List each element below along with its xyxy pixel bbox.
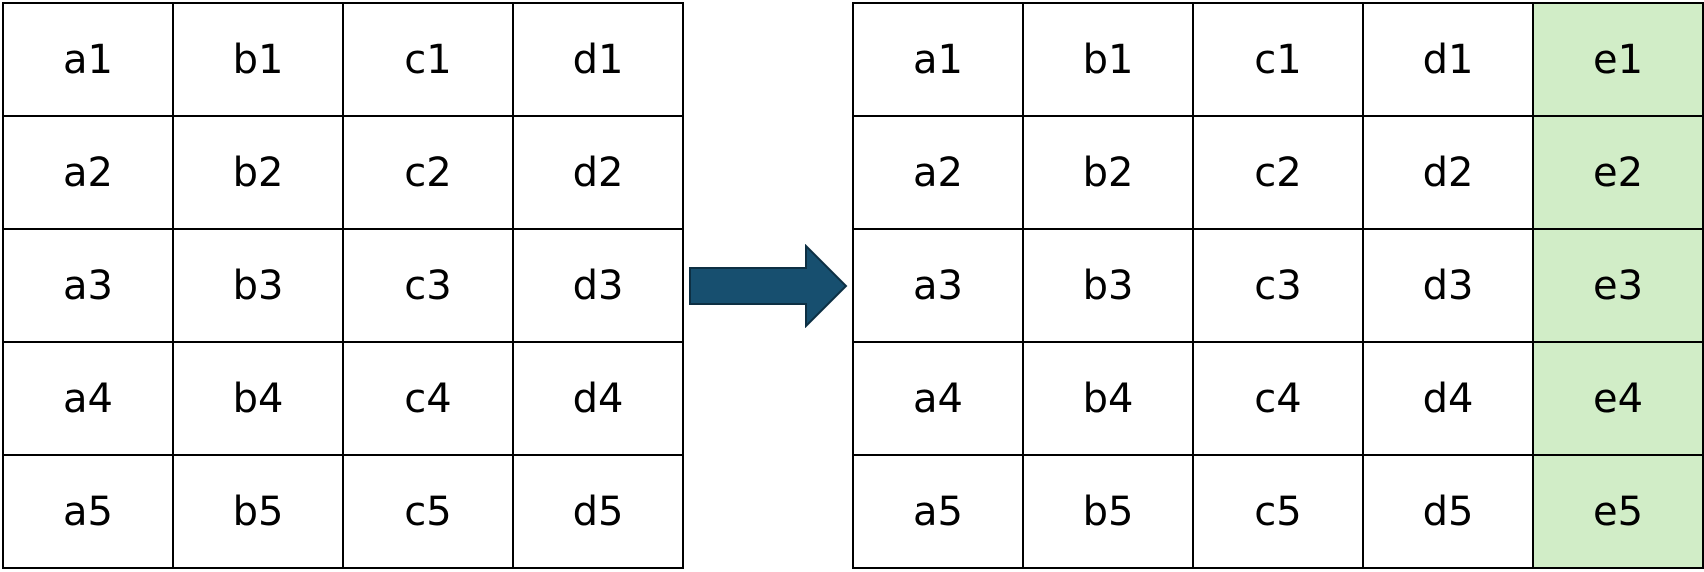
- table-cell: d1: [512, 2, 684, 117]
- table-cell: b5: [1022, 454, 1194, 569]
- table-row: a1 b1 c1 d1: [2, 2, 684, 117]
- table-cell: c1: [1192, 2, 1364, 117]
- added-column-cell: e4: [1532, 341, 1704, 456]
- table-cell: a3: [2, 228, 174, 343]
- table-row: a4 b4 c4 d4 e4: [852, 341, 1704, 456]
- table-cell: b1: [172, 2, 344, 117]
- added-column-cell: e5: [1532, 454, 1704, 569]
- table-cell: b5: [172, 454, 344, 569]
- table-cell: c1: [342, 2, 514, 117]
- table-cell: d4: [1362, 341, 1534, 456]
- arrow-shape: [689, 244, 848, 328]
- table-cell: b2: [172, 115, 344, 230]
- table-cell: d1: [1362, 2, 1534, 117]
- table-cell: b4: [1022, 341, 1194, 456]
- table-cell: d5: [1362, 454, 1534, 569]
- added-column-cell: e3: [1532, 228, 1704, 343]
- added-column-cell: e1: [1532, 2, 1704, 117]
- table-cell: d4: [512, 341, 684, 456]
- table-cell: d3: [512, 228, 684, 343]
- table-cell: a4: [2, 341, 174, 456]
- original-table-body: a1 b1 c1 d1 a2 b2 c2 d2 a3 b3 c3 d3 a4 b…: [2, 2, 684, 569]
- table-cell: a1: [852, 2, 1024, 117]
- right-arrow-icon: [689, 244, 848, 328]
- table-cell: b3: [172, 228, 344, 343]
- original-table: a1 b1 c1 d1 a2 b2 c2 d2 a3 b3 c3 d3 a4 b…: [2, 2, 684, 569]
- table-cell: b3: [1022, 228, 1194, 343]
- table-cell: a5: [2, 454, 174, 569]
- table-row: a5 b5 c5 d5 e5: [852, 454, 1704, 569]
- table-row: a2 b2 c2 d2 e2: [852, 115, 1704, 230]
- result-table: a1 b1 c1 d1 e1 a2 b2 c2 d2 e2 a3 b3 c3 d…: [852, 2, 1704, 569]
- table-cell: c4: [342, 341, 514, 456]
- table-cell: a5: [852, 454, 1024, 569]
- table-cell: c2: [342, 115, 514, 230]
- table-cell: b2: [1022, 115, 1194, 230]
- table-row: a3 b3 c3 d3 e3: [852, 228, 1704, 343]
- table-row: a1 b1 c1 d1 e1: [852, 2, 1704, 117]
- table-cell: d2: [1362, 115, 1534, 230]
- table-cell: c3: [342, 228, 514, 343]
- table-cell: a3: [852, 228, 1024, 343]
- table-row: a3 b3 c3 d3: [2, 228, 684, 343]
- added-column-cell: e2: [1532, 115, 1704, 230]
- table-cell: c2: [1192, 115, 1364, 230]
- table-cell: d5: [512, 454, 684, 569]
- table-cell: a2: [2, 115, 174, 230]
- table-cell: a2: [852, 115, 1024, 230]
- table-cell: c5: [1192, 454, 1364, 569]
- table-cell: a4: [852, 341, 1024, 456]
- table-row: a5 b5 c5 d5: [2, 454, 684, 569]
- result-table-body: a1 b1 c1 d1 e1 a2 b2 c2 d2 e2 a3 b3 c3 d…: [852, 2, 1704, 569]
- table-row: a2 b2 c2 d2: [2, 115, 684, 230]
- table-cell: c4: [1192, 341, 1364, 456]
- table-cell: d3: [1362, 228, 1534, 343]
- table-cell: d2: [512, 115, 684, 230]
- table-cell: a1: [2, 2, 174, 117]
- table-row: a4 b4 c4 d4: [2, 341, 684, 456]
- table-cell: b4: [172, 341, 344, 456]
- table-cell: c5: [342, 454, 514, 569]
- table-cell: c3: [1192, 228, 1364, 343]
- table-cell: b1: [1022, 2, 1194, 117]
